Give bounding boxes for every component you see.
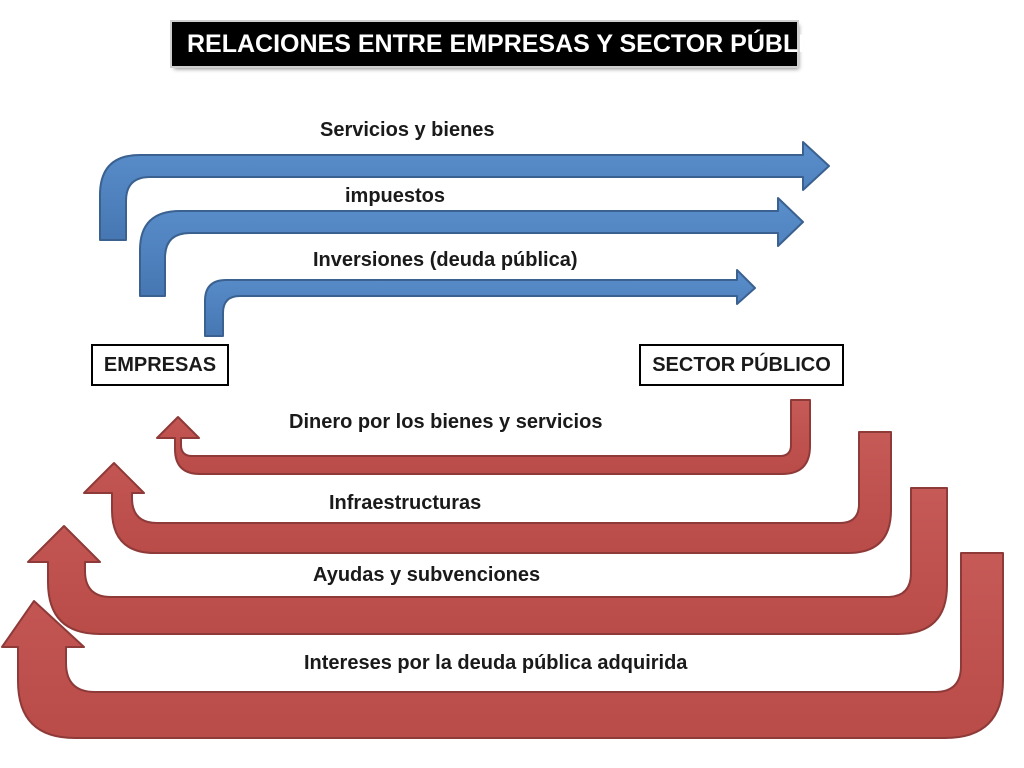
- flow-label-servicios-y-bienes: Servicios y bienes: [320, 119, 495, 141]
- arrow-ayudas-subvenciones: [27, 487, 948, 635]
- flow-label-infraestructuras: Infraestructuras: [329, 492, 482, 514]
- flow-label-dinero-bienes-servicios: Dinero por los bienes y servicios: [289, 411, 603, 433]
- arrow-impuestos: [139, 197, 804, 297]
- diagram-title: RELACIONES ENTRE EMPRESAS Y SECTOR PÚBLI…: [172, 22, 843, 66]
- flow-label-intereses-deuda: Intereses por la deuda pública adquirida: [304, 652, 688, 674]
- flow-label-impuestos: impuestos: [345, 185, 446, 207]
- arrow-inversiones: [204, 269, 756, 337]
- arrow-dinero-bienes-servicios: [156, 399, 811, 475]
- node-empresas: EMPRESAS: [91, 344, 229, 386]
- arrow-intereses-deuda: [1, 552, 1004, 739]
- node-sector-publico: SECTOR PÚBLICO: [639, 344, 844, 386]
- arrow-infraestructuras: [83, 431, 892, 554]
- arrow-servicios-y-bienes: [99, 141, 830, 241]
- flow-label-inversiones: Inversiones (deuda pública): [313, 249, 578, 271]
- flow-label-ayudas-subvenciones: Ayudas y subvenciones: [313, 564, 541, 586]
